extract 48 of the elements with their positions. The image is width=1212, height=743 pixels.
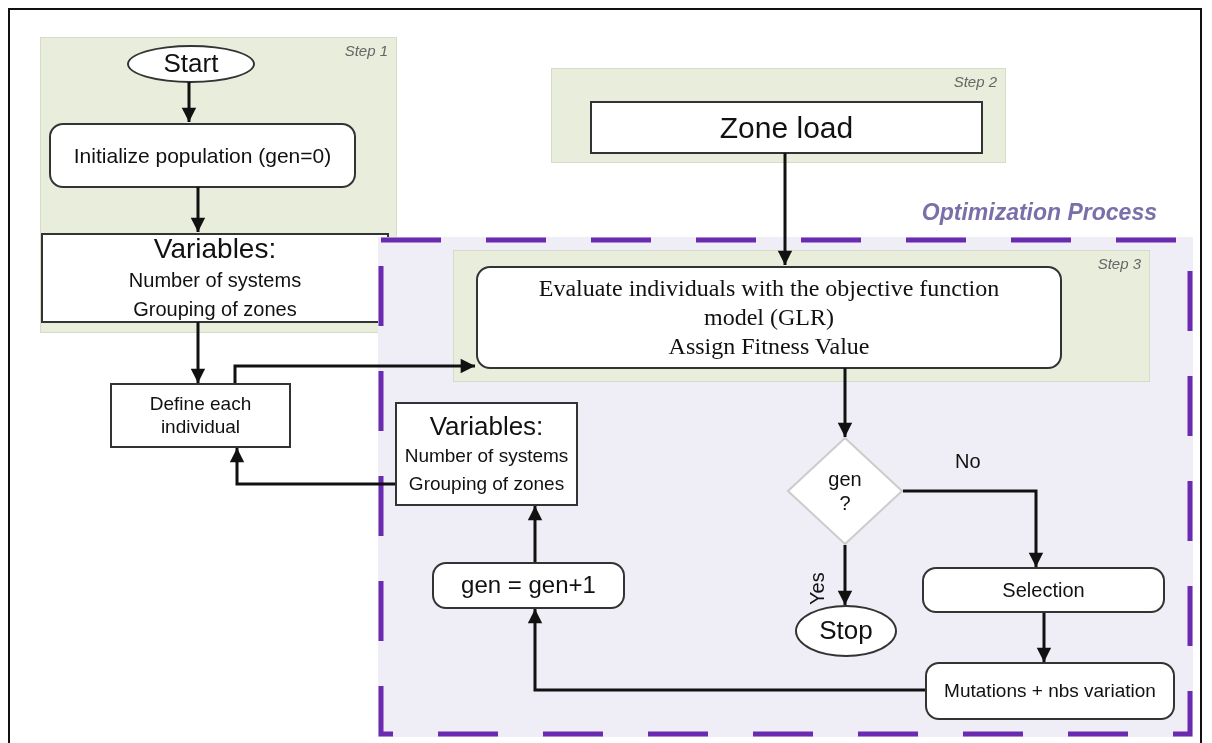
box-text: Selection: [1002, 578, 1085, 602]
step-label: Step 2: [953, 73, 997, 90]
box-text: Grouping of zones: [408, 471, 565, 496]
process-box: [590, 101, 983, 154]
box-text: Number of systems: [404, 444, 569, 469]
box-text: Initialize population (gen=0): [73, 142, 332, 169]
box-text: Zone load: [719, 109, 854, 146]
process-box: [41, 233, 389, 323]
arrow: [837, 545, 853, 606]
box-heading: Variables:: [429, 410, 544, 443]
box-heading: Variables:: [153, 232, 277, 266]
rounded-process-box: [49, 123, 356, 188]
edge-label: No: [955, 450, 981, 473]
arrow: [1036, 613, 1052, 663]
arrow: [190, 322, 206, 384]
arrow: [233, 358, 476, 383]
arrow: [527, 608, 925, 692]
rounded-process-box: [925, 662, 1175, 720]
box-text: Define each individual: [148, 392, 253, 439]
box-text: gen ?: [827, 467, 863, 515]
box-text: Mutations + nbs variation: [944, 679, 1156, 703]
step-panel: [40, 37, 397, 333]
box-text: Evaluate individuals with the objective function model (GLR): [537, 274, 1001, 332]
arrow: [229, 447, 395, 486]
process-box: [395, 402, 578, 506]
step-panel: [453, 250, 1150, 382]
box-text: gen = gen+1: [461, 571, 596, 600]
step-label: Step 1: [344, 42, 388, 59]
box-text: Number of systems: [128, 267, 302, 293]
frame-title: Optimization Process: [921, 199, 1157, 226]
arrow: [903, 489, 1044, 568]
step-panel: [551, 68, 1006, 163]
box-text: Start: [163, 48, 219, 80]
arrow: [777, 153, 793, 266]
arrow: [527, 505, 543, 562]
arrow: [190, 187, 206, 233]
box-text: Grouping of zones: [133, 296, 297, 322]
box-text: Assign Fitness Value: [668, 331, 870, 361]
box-text: Stop: [819, 615, 873, 647]
rounded-process-box: [432, 562, 625, 609]
arrow: [837, 368, 853, 438]
step-label: Step 3: [1097, 255, 1141, 272]
arrow: [181, 82, 197, 123]
rounded-process-box: [476, 266, 1062, 369]
process-box: [110, 383, 291, 448]
edge-label: Yes: [806, 572, 829, 605]
rounded-process-box: [922, 567, 1165, 613]
decision-diamond: [787, 437, 903, 545]
